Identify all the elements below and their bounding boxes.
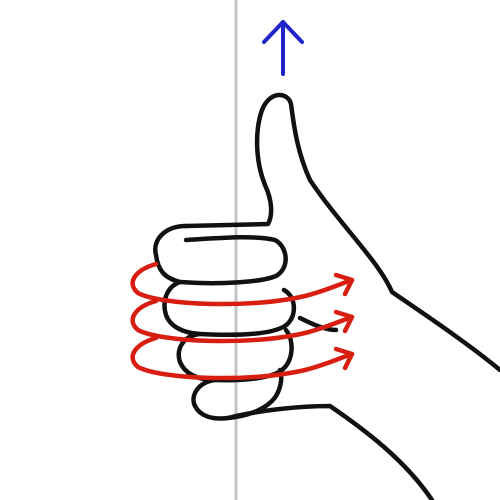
curl-arrow-2	[130, 298, 355, 344]
curl-arrows	[130, 261, 355, 381]
thumb-and-palm-outline	[183, 92, 500, 373]
upward-direction-arrow	[262, 20, 304, 76]
curl-arrow-1	[130, 261, 355, 307]
thumbs-up-hand	[153, 92, 500, 500]
curl-arrow-3	[130, 335, 355, 381]
curl-arrowhead-2	[333, 309, 355, 334]
curl-arrowhead-1	[333, 272, 355, 297]
thumb-crease	[297, 315, 339, 333]
wrist-outline	[225, 403, 435, 500]
middle-finger	[162, 279, 297, 337]
index-finger	[153, 223, 288, 286]
curl-arrowhead-3	[333, 346, 355, 371]
